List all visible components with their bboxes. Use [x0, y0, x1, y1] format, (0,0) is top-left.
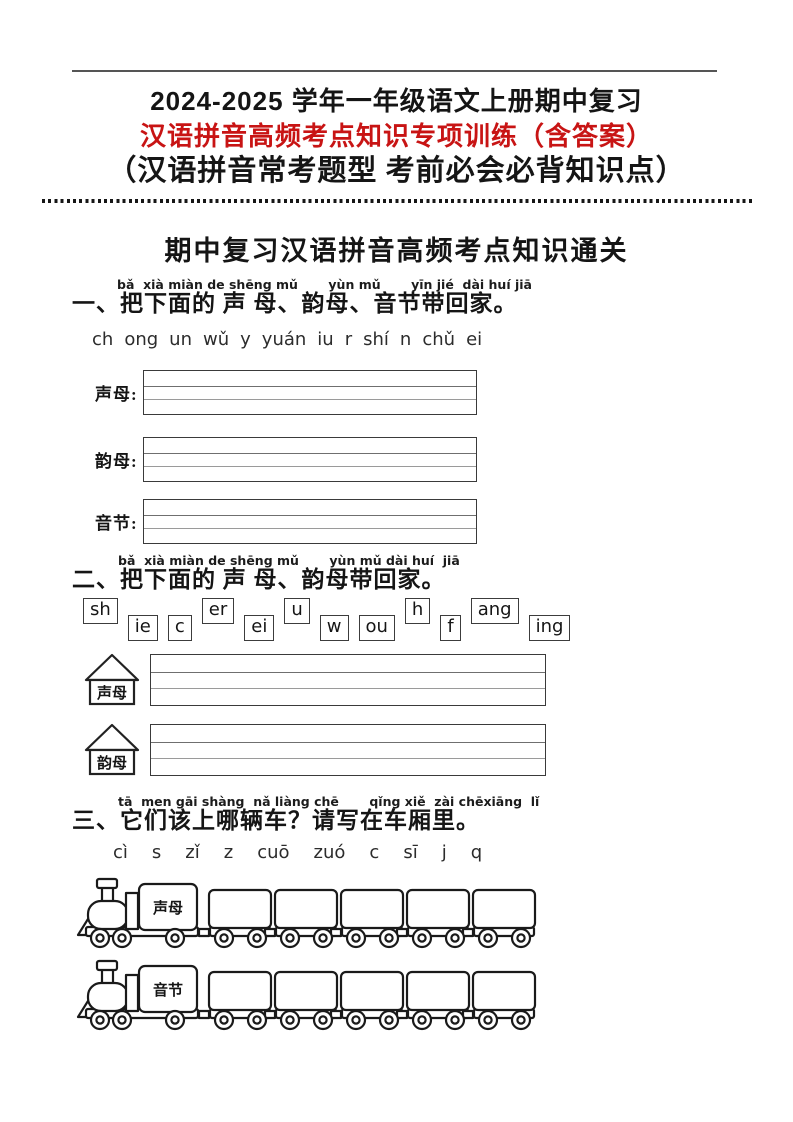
section-3-title: 三、它们该上哪辆车？请写在车厢里。	[72, 808, 480, 834]
section-1-letter-list: ch ong un wǔ y yuán iu r shí n chǔ ei	[92, 329, 793, 350]
train-label: 音节	[153, 981, 183, 999]
pinyin-item: z	[223, 841, 234, 863]
answer-row-yunmu: 韵母:	[95, 436, 793, 482]
pinyin-item: chǔ	[422, 328, 456, 350]
pinyin-item: zǐ	[185, 841, 200, 863]
answer-row-yinjie: 音节:	[95, 498, 793, 544]
letter-tile: er	[201, 597, 235, 625]
letter-tile: ou	[358, 614, 395, 642]
section-3: tā men gāi shàng nǎ liàng chē qǐng xiě z…	[0, 793, 793, 1031]
answer-label: 韵母:	[95, 451, 138, 471]
letter-tile: ie	[127, 614, 158, 642]
pinyin-item: ch	[92, 328, 114, 350]
section-2: bǎ xià miàn de shēng mǔ yùn mǔ dài huí j…	[0, 552, 793, 777]
four-line-writing-grid	[143, 436, 477, 482]
dotted-divider	[42, 198, 753, 203]
pinyin-item: n	[399, 328, 412, 350]
letter-tile: u	[284, 597, 310, 625]
pinyin-item: ong	[124, 328, 159, 350]
pinyin-item: un	[169, 328, 192, 350]
section-2-pinyin-hint: bǎ xià miàn de shēng mǔ yùn mǔ dài huí j…	[118, 552, 460, 568]
pinyin-item: j	[441, 841, 447, 863]
train-row-shengmu: 声母	[76, 871, 793, 949]
header-subtitle-red: 汉语拼音高频考点知识专项训练（含答案）	[139, 120, 653, 151]
house-icon: 声母	[84, 653, 140, 705]
pinyin-item: q	[470, 841, 483, 863]
house-row-yunmu: 韵母	[83, 723, 793, 777]
pinyin-item: iu	[317, 328, 334, 350]
section-3-letter-list: cì s zǐ z cuō zuó c sī j q	[113, 842, 793, 863]
pinyin-item: zuó	[313, 841, 346, 863]
header-subtitle-note: （汉语拼音常考题型 考前必会必背知识点）	[107, 155, 686, 188]
train-row-yinjie: 音节	[76, 953, 793, 1031]
letter-tile: f	[440, 614, 461, 642]
pinyin-item: wǔ	[203, 328, 230, 350]
pinyin-item: cuō	[257, 841, 290, 863]
pinyin-item: cì	[113, 841, 128, 863]
train-icon: 声母	[76, 877, 537, 948]
letter-tile: h	[404, 597, 431, 625]
pinyin-item: y	[240, 328, 251, 350]
four-line-writing-grid	[150, 723, 546, 776]
pinyin-item: ei	[466, 328, 483, 350]
section-1-pinyin-hint: bǎ xià miàn de shēng mǔ yùn mǔ yīn jié d…	[117, 276, 532, 292]
house-label: 声母	[96, 684, 127, 702]
pinyin-item: s	[151, 841, 162, 863]
section-2-title: 二、把下面的 声 母、韵母带回家。	[72, 567, 446, 593]
house-row-shengmu: 声母	[83, 653, 793, 707]
letter-tile: ing	[528, 614, 571, 642]
letter-tile: sh	[83, 597, 118, 625]
letter-tile: w	[319, 614, 349, 642]
section-1-title: 一、把下面的 声 母、韵母、音节带回家。	[72, 291, 518, 317]
answer-row-shengmu: 声母:	[95, 369, 793, 415]
answer-label: 声母:	[95, 384, 138, 404]
letter-tile: ang	[470, 597, 519, 625]
worksheet-heading: 期中复习汉语拼音高频考点知识通关	[164, 235, 629, 266]
train-icon: 音节	[76, 959, 537, 1030]
four-line-writing-grid	[143, 369, 477, 415]
four-line-writing-grid	[143, 498, 477, 544]
section-1: bǎ xià miàn de shēng mǔ yùn mǔ yīn jié d…	[0, 276, 793, 544]
house-icon: 韵母	[84, 723, 140, 775]
top-rule	[72, 70, 717, 72]
section-3-pinyin-hint: tā men gāi shàng nǎ liàng chē qǐng xiě z…	[118, 793, 540, 809]
train-label: 声母	[152, 899, 183, 917]
house-label: 韵母	[97, 754, 127, 772]
header-title: 2024-2025 学年一年级语文上册期中复习	[150, 86, 643, 116]
answer-label: 音节:	[95, 513, 138, 533]
four-line-writing-grid	[150, 653, 546, 706]
pinyin-item: r	[344, 328, 353, 350]
pinyin-item: yuán	[261, 328, 307, 350]
pinyin-item: sī	[403, 841, 418, 863]
letter-tile: c	[167, 614, 192, 642]
section-2-letter-tiles: sh ie c er ei u w ou h f ang ing	[83, 597, 793, 644]
letter-tile: ei	[244, 614, 275, 642]
pinyin-item: c	[369, 841, 380, 863]
pinyin-item: shí	[363, 328, 389, 350]
